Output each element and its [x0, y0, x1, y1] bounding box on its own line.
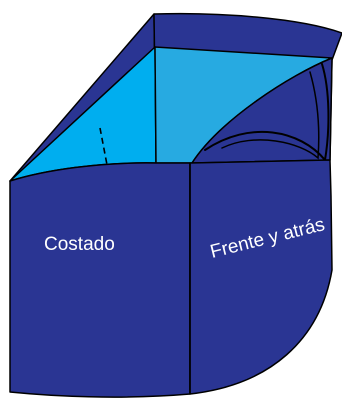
front-back-panel	[189, 159, 333, 395]
side-panel	[9, 162, 191, 398]
handle-outer-curve	[204, 63, 330, 163]
side-panel-label: Costado	[44, 234, 115, 255]
inner-dashed-line	[99, 127, 109, 171]
handle-inner-curve	[221, 71, 320, 160]
inner-left-cyan	[9, 46, 157, 182]
